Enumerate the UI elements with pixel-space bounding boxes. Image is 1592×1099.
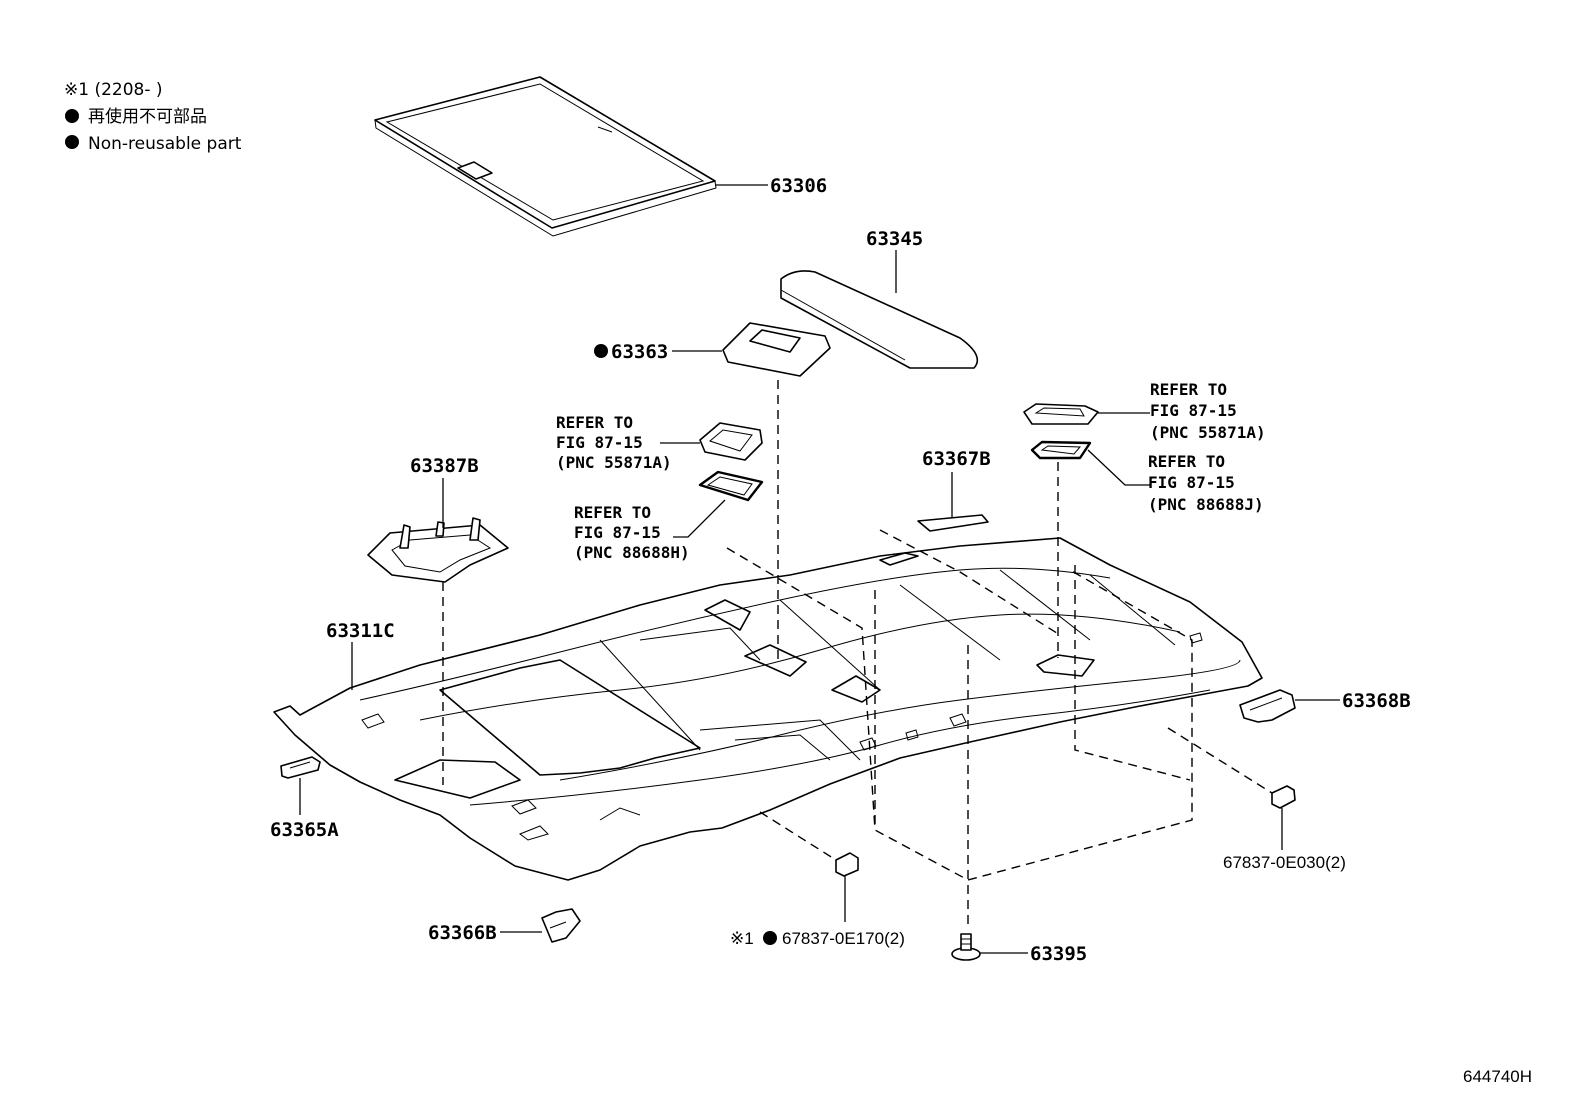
legend-nonreusable-en: Non-reusable part (88, 134, 242, 154)
nonreusable-bullet-icon (594, 344, 608, 358)
ref-right-top-line3: (PNC 55871A) (1150, 423, 1266, 442)
ref-left-top-line2: FIG 87-15 (556, 433, 643, 452)
ref-right-bottom-line3: (PNC 88688J) (1148, 495, 1264, 514)
ref-right-bottom-line2: FIG 87-15 (1148, 473, 1235, 492)
diagram-code: 644740H (1463, 1067, 1532, 1086)
part-63387b-console[interactable]: 63387B (367, 455, 509, 583)
part-label-67837-0e170: 67837-0E170(2) (782, 929, 905, 948)
ref-left-bottom: REFER TO FIG 87-15 (PNC 88688H) (574, 470, 764, 562)
part-63395-screw[interactable]: 63395 (951, 933, 1087, 965)
ref-right-bottom-line1: REFER TO (1148, 452, 1225, 471)
legend: ※1 (2208- ) 再使用不可部品 Non-reusable part (64, 80, 242, 154)
part-67837-0e170-clip[interactable]: ※1 67837-0E170(2) (730, 852, 905, 948)
ref-left-top-line3: (PNC 55871A) (556, 453, 672, 472)
nonreusable-bullet-icon (763, 931, 777, 945)
part-label-63306: 63306 (770, 175, 827, 197)
part-label-67837-0e030: 67837-0E030(2) (1223, 853, 1346, 872)
part-label-63345: 63345 (866, 228, 923, 250)
part-63363-bezel[interactable]: 63363 (594, 322, 831, 377)
part-63366b-bracket[interactable]: 63366B (428, 908, 581, 944)
nonreusable-bullet-icon (65, 135, 79, 149)
part-label-67837-0e170-prefix: ※1 (730, 929, 754, 948)
part-label-63395: 63395 (1030, 943, 1087, 965)
assembly-dashed-lines (442, 380, 1273, 930)
part-63367b-clip[interactable]: 63367B (917, 448, 991, 532)
part-label-63311c: 63311C (326, 620, 395, 642)
part-63368b-cover[interactable]: 63368B (1239, 689, 1411, 723)
legend-note-line: ※1 (2208- ) (64, 80, 163, 100)
part-label-63368b: 63368B (1342, 690, 1411, 712)
part-label-63366b: 63366B (428, 922, 497, 944)
nonreusable-bullet-icon (65, 109, 79, 123)
ref-left-bottom-line3: (PNC 88688H) (574, 543, 690, 562)
ref-left-top: REFER TO FIG 87-15 (PNC 55871A) (556, 413, 763, 472)
part-67837-0e030-clip[interactable]: 67837-0E030(2) (1223, 785, 1346, 872)
ref-left-top-line1: REFER TO (556, 413, 633, 432)
ref-right-top-line1: REFER TO (1150, 380, 1227, 399)
ref-left-bottom-line1: REFER TO (574, 503, 651, 522)
ref-right-top: REFER TO FIG 87-15 (PNC 55871A) (1023, 380, 1266, 442)
part-label-63367b: 63367B (922, 448, 991, 470)
ref-left-bottom-line2: FIG 87-15 (574, 523, 661, 542)
part-63311c-headliner[interactable]: 63311C (273, 537, 1263, 881)
part-label-63387b: 63387B (410, 455, 479, 477)
part-63345-pad[interactable]: 63345 (780, 228, 979, 369)
legend-nonreusable-jp: 再使用不可部品 (88, 106, 207, 127)
part-63306-sunshade[interactable]: 63306 (374, 76, 827, 237)
part-63365a-switch[interactable]: 63365A (270, 756, 339, 841)
part-label-63363: 63363 (611, 341, 668, 363)
ref-right-bottom: REFER TO FIG 87-15 (PNC 88688J) (1030, 440, 1264, 514)
ref-right-top-line2: FIG 87-15 (1150, 401, 1237, 420)
part-label-63365a: 63365A (270, 819, 339, 841)
